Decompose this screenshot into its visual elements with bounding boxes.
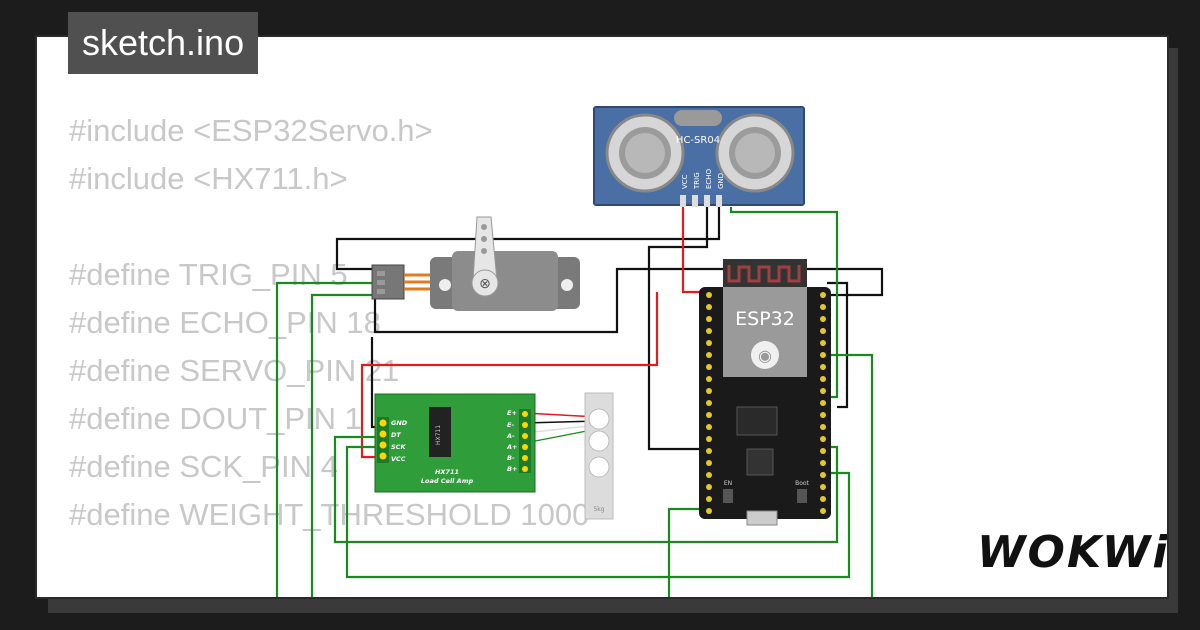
esp32-boot-label: Boot xyxy=(795,480,809,487)
hx711-pin-sck: SCK xyxy=(391,443,406,451)
hc-sr04-sensor[interactable]: HC-SR04 VCC TRIG ECHO GND xyxy=(593,106,805,207)
code-line: #define DOUT_PIN 1 xyxy=(69,401,362,436)
hc-sr04-pin-vcc: VCC xyxy=(681,174,689,189)
hc-sr04-label: HC-SR04 xyxy=(676,135,720,146)
hx711-pin-vcc: VCC xyxy=(391,455,406,463)
esp32-devkit[interactable]: ESP32 ◉ EN Boot xyxy=(699,259,831,526)
load-cell[interactable]: 5kg xyxy=(584,392,614,520)
code-line: HX711 scale; xyxy=(69,587,589,597)
code-line: #define SERVO_PIN 21 xyxy=(69,353,400,388)
espressif-icon: ◉ xyxy=(758,348,772,365)
esp32-en-label: EN xyxy=(724,480,732,487)
code-line: #define WEIGHT_THRESHOLD 1000 xyxy=(69,497,590,532)
hx711-pin-dt: DT xyxy=(391,431,401,439)
hx711-module[interactable]: HX711 GND DT SCK VCC E+ E- A- A+ B- B+ H… xyxy=(374,393,536,493)
code-line: #define ECHO_PIN 18 xyxy=(69,305,381,340)
code-line: #define SCK_PIN 4 xyxy=(69,449,338,484)
hx711-pin-b-minus: B- xyxy=(507,454,515,462)
hx711-pin-e-plus: E+ xyxy=(507,409,517,417)
hx711-pin-a-minus: A- xyxy=(506,432,515,440)
servo-screw-icon: ⊗ xyxy=(479,275,491,291)
hx711-pin-b-plus: B+ xyxy=(507,465,517,473)
esp32-label: ESP32 xyxy=(735,308,795,330)
code-line: #define TRIG_PIN 5 xyxy=(69,257,348,292)
hc-sr04-pin-gnd: GND xyxy=(717,173,725,189)
hx711-title: HX711 xyxy=(435,468,459,476)
file-tab-title[interactable]: sketch.ino xyxy=(68,12,259,74)
wokwi-logo: WOKWi xyxy=(977,527,1169,578)
simulation-canvas[interactable]: #include <ESP32Servo.h> #include <HX711.h… xyxy=(35,35,1169,599)
hc-sr04-pin-trig: TRIG xyxy=(693,172,701,190)
code-preview: #include <ESP32Servo.h> #include <HX711.h… xyxy=(69,107,590,597)
load-cell-label: 5kg xyxy=(593,506,604,513)
code-line: #include <HX711.h> xyxy=(69,161,348,196)
hx711-pin-gnd: GND xyxy=(391,419,408,427)
hc-sr04-pin-echo: ECHO xyxy=(705,168,713,189)
circuit-diagram[interactable]: HC-SR04 VCC TRIG ECHO GND xyxy=(37,37,1167,597)
hx711-pin-e-minus: E- xyxy=(507,421,514,429)
hx711-pin-a-plus: A+ xyxy=(506,443,517,451)
servo-motor[interactable]: ⊗ xyxy=(371,216,580,311)
hx711-chip-label: HX711 xyxy=(435,425,442,445)
hx711-subtitle: Load Cell Amp xyxy=(421,477,474,485)
code-line: #include <ESP32Servo.h> xyxy=(69,113,433,148)
